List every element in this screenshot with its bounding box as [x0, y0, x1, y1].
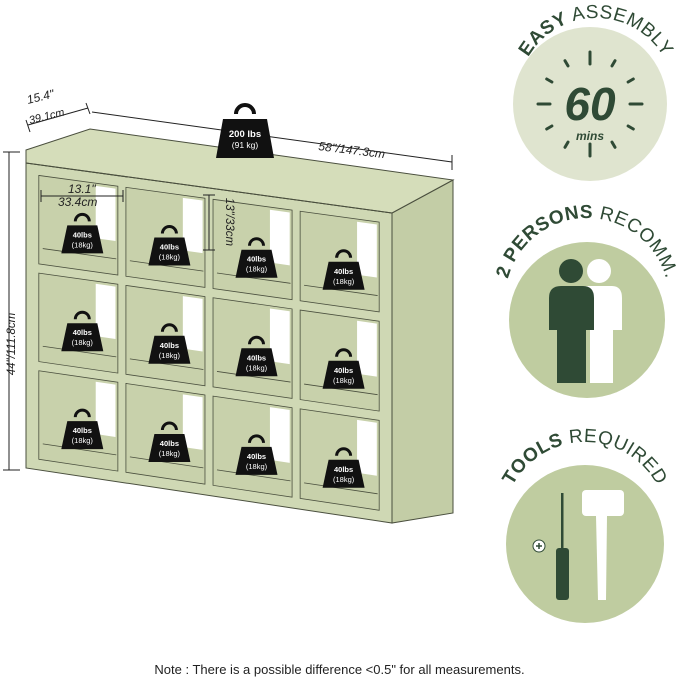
- assembly-time-value: 60: [564, 78, 616, 130]
- cube-load-kg: (18kg): [159, 449, 181, 458]
- cube-load-kg: (18kg): [333, 376, 355, 385]
- cube-weight-icon: 40lbs(18kg): [234, 335, 279, 378]
- screwdriver-icon: [532, 493, 569, 600]
- cube-floor-line: [216, 469, 291, 482]
- cube-back-highlight: [357, 419, 377, 476]
- clock-tick: [545, 77, 554, 84]
- clock-tick: [610, 140, 617, 149]
- cube-weight-icons: 40lbs(18kg)40lbs(18kg)40lbs(18kg)40lbs(1…: [59, 212, 367, 490]
- cube-load-lbs: 40lbs: [334, 366, 353, 375]
- depth-inches-label: 15.4": [25, 86, 56, 106]
- cube-shelf-illustration: [25, 128, 455, 524]
- cube-weight-icon: 40lbs(18kg): [146, 323, 192, 366]
- cube-floor-line: [129, 456, 204, 469]
- cube-load-lbs: 40lbs: [160, 341, 179, 350]
- shelf-top: [25, 128, 455, 214]
- assembly-circle: [513, 27, 667, 181]
- cube-width-cm-label: 33.4cm: [58, 195, 97, 209]
- top-load-kg: (91 kg): [232, 140, 259, 150]
- cube-load-kg: (18kg): [333, 475, 355, 484]
- cube-back-highlight: [182, 296, 203, 352]
- cube-back-highlight: [95, 185, 116, 242]
- tools-circle: [506, 465, 664, 623]
- clock-tick: [610, 59, 617, 68]
- cube-load-lbs: 40lbs: [247, 452, 266, 461]
- clock-tick: [545, 124, 554, 131]
- cube-back-highlight: [95, 381, 116, 437]
- clock-ticks: [536, 50, 644, 158]
- cube-floor-line: [129, 260, 204, 272]
- easy-assembly-badge: 60 mins EASY ASSEMBLY: [513, 2, 677, 181]
- cube-weight-icon: 40lbs(18kg): [321, 348, 367, 391]
- cube-load-kg: (18kg): [72, 240, 94, 249]
- cube-weight-icon: 40lbs(18kg): [234, 237, 279, 280]
- cube-load-lbs: 40lbs: [247, 353, 266, 362]
- cube-weight-icon: 40lbs(18kg): [234, 434, 279, 477]
- cube-load-kg: (18kg): [72, 338, 94, 347]
- clock-tick: [626, 77, 635, 84]
- cube-load-lbs: 40lbs: [73, 426, 92, 435]
- cube-load-lbs: 40lbs: [73, 328, 92, 337]
- cube-load-kg: (18kg): [246, 462, 268, 471]
- height-label: 44"/111.8cm: [6, 312, 18, 375]
- cube-back-highlight: [269, 209, 290, 266]
- cube-floor-line: [42, 443, 117, 456]
- cube-width-inches-label: 13.1": [68, 182, 96, 196]
- cube-back-highlight: [357, 320, 377, 377]
- cube-weight-icon: 40lbs(18kg): [59, 408, 105, 451]
- cube-back-highlight: [357, 221, 377, 278]
- cube-floor-line: [216, 371, 291, 383]
- cube-load-lbs: 40lbs: [160, 243, 179, 252]
- cube-floor-line: [42, 248, 117, 260]
- cube-load-kg: (18kg): [246, 265, 268, 274]
- cube-back-highlight: [269, 407, 290, 463]
- clock-tick: [626, 124, 635, 131]
- clock-tick: [563, 59, 570, 68]
- cube-load-lbs: 40lbs: [334, 267, 353, 276]
- top-weight-icon: 200 lbs (91 kg): [214, 103, 276, 160]
- dimension-lines: [3, 102, 453, 471]
- cube-load-lbs: 40lbs: [160, 439, 179, 448]
- cube-load-kg: (18kg): [72, 436, 94, 445]
- measurement-note: Note : There is a possible difference <0…: [154, 662, 525, 677]
- cube-weight-icon: 40lbs(18kg): [146, 421, 192, 464]
- shelf-side-panel: [391, 179, 454, 524]
- person-dark-icon: [549, 259, 594, 383]
- cube-floor-line: [304, 482, 378, 495]
- assembly-time-unit: mins: [576, 129, 604, 143]
- cube-load-lbs: 40lbs: [334, 465, 353, 474]
- cube-floor-line: [304, 383, 378, 396]
- depth-cm-label: 39.1cm: [28, 107, 66, 127]
- cube-weight-icon: 40lbs(18kg): [321, 447, 367, 490]
- width-label: 58"/147.3cm: [318, 139, 386, 161]
- cube-load-lbs: 40lbs: [247, 255, 266, 264]
- cube-height-label: 13"/33cm: [223, 198, 235, 247]
- cube-back-highlight: [182, 394, 203, 450]
- cube-load-kg: (18kg): [159, 253, 181, 262]
- top-load-lbs: 200 lbs: [229, 129, 261, 140]
- cube-floor-line: [304, 284, 378, 296]
- cube-load-kg: (18kg): [333, 277, 355, 286]
- cube-floor-line: [42, 345, 117, 358]
- cube-floor-line: [216, 272, 291, 284]
- shelf-cubes: [38, 174, 380, 511]
- cube-weight-icon: 40lbs(18kg): [321, 249, 367, 292]
- cube-load-lbs: 40lbs: [73, 230, 92, 239]
- cube-weight-icon: 40lbs(18kg): [59, 212, 105, 255]
- mallet-icon: [582, 490, 624, 600]
- cube-floor-line: [129, 358, 204, 370]
- cube-back-highlight: [182, 197, 203, 254]
- cube-back-highlight: [269, 308, 290, 365]
- cube-back-highlight: [95, 283, 116, 339]
- cube-load-kg: (18kg): [159, 351, 181, 360]
- tools-required-badge: TOOLS REQUIRED: [499, 426, 671, 623]
- two-persons-badge: 2 PERSONS RECOMM.: [492, 202, 679, 398]
- cube-load-kg: (18kg): [246, 363, 268, 372]
- cube-weight-icon: 40lbs(18kg): [146, 225, 192, 267]
- clock-tick: [563, 140, 570, 149]
- cube-weight-icon: 40lbs(18kg): [59, 310, 105, 353]
